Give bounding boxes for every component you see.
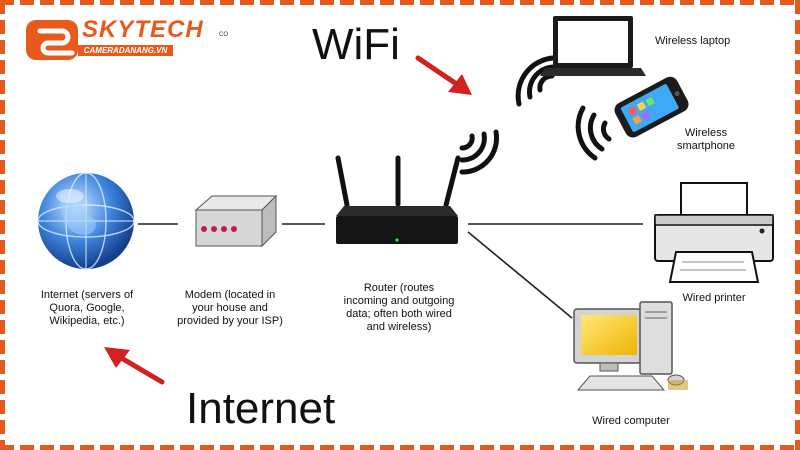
- brand-tagline: CAMERADANANG.VN: [78, 45, 173, 56]
- desktop-computer-icon: [573, 301, 688, 391]
- router-icon: [335, 155, 461, 244]
- dashed-border-top: [0, 0, 800, 5]
- smartphone-wifi-signal-icon: [575, 105, 612, 161]
- laptop-wifi-signal-icon: [515, 55, 562, 107]
- router-wifi-signal-icon: [459, 129, 500, 175]
- line-router-computer: [467, 231, 573, 319]
- brand-name: SKYTECH: [82, 16, 204, 43]
- dashed-border-bottom: [0, 445, 800, 450]
- wired-computer-label: Wired computer: [592, 415, 670, 427]
- printer-icon: [654, 182, 774, 283]
- wireless-smartphone-label: Wireless smartphone: [676, 127, 736, 152]
- internet-pointer-arrow-icon: [104, 347, 165, 385]
- wired-printer-label: Wired printer: [682, 292, 746, 304]
- wifi-pointer-arrow-icon: [415, 55, 472, 95]
- modem-icon: [194, 194, 278, 248]
- laptop-icon: [540, 16, 646, 76]
- connection-lines: [138, 223, 643, 319]
- brand-logo-icon: [26, 20, 78, 60]
- wireless-laptop-label: Wireless laptop: [655, 35, 731, 47]
- modem-label: Modem (located in your house and provide…: [177, 289, 283, 327]
- smartphone-icon: [614, 76, 689, 138]
- dashed-border-left: [0, 0, 5, 450]
- router-label: Router (routes incoming and outgoing dat…: [343, 282, 455, 333]
- dashed-border-right: [795, 0, 800, 450]
- internet-heading: Internet: [186, 384, 336, 433]
- brand-suffix: CO: [219, 32, 228, 38]
- wifi-heading: WiFi: [312, 20, 400, 69]
- internet-label: Internet (servers of Quora, Google, Wiki…: [40, 289, 134, 327]
- globe-icon: [37, 172, 135, 270]
